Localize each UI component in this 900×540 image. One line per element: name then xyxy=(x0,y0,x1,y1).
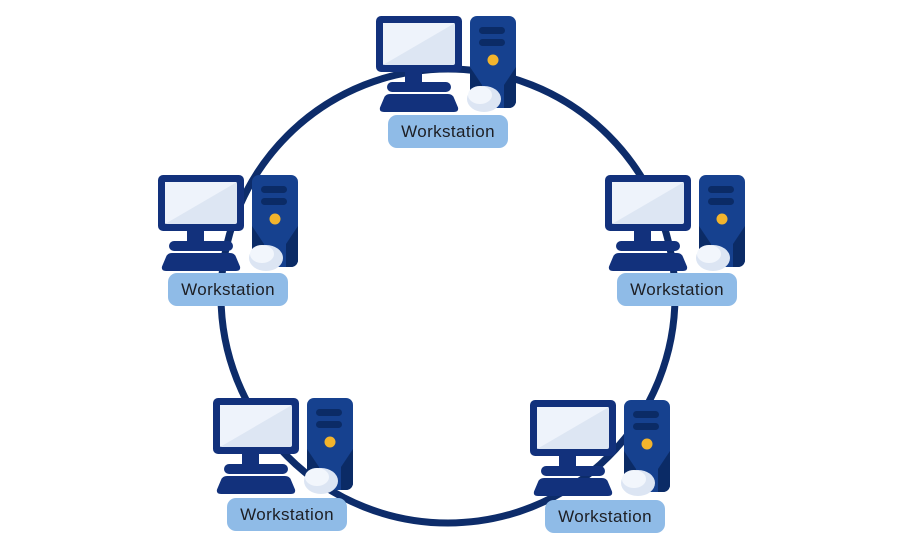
workstation-label: Workstation xyxy=(388,115,508,148)
workstation-label: Workstation xyxy=(168,273,288,306)
workstation-node-lower-left xyxy=(213,398,353,494)
workstation-node-top xyxy=(376,16,516,112)
workstation-node-upper-left xyxy=(158,175,298,271)
workstation-node-upper-right xyxy=(605,175,745,271)
workstation-label: Workstation xyxy=(227,498,347,531)
workstation-node-lower-right xyxy=(530,400,670,496)
workstation-label: Workstation xyxy=(545,500,665,533)
workstation-label: Workstation xyxy=(617,273,737,306)
